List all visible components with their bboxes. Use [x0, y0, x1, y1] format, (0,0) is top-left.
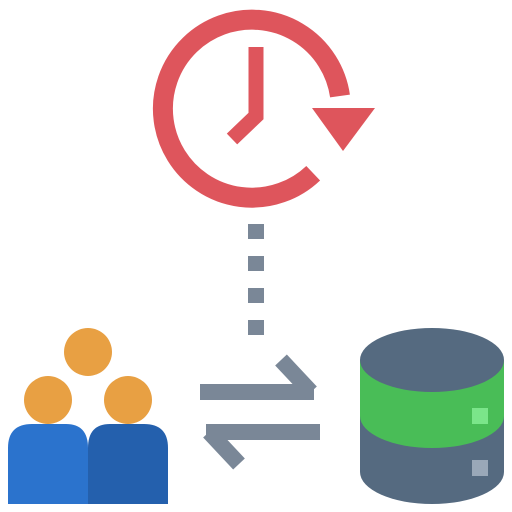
users-group-icon: [8, 328, 168, 504]
clock-ring: [152, 9, 350, 208]
user-head-right: [104, 376, 152, 424]
database-icon: [360, 328, 504, 504]
arrow-left-shaft: [206, 424, 320, 440]
dotted-connector: [248, 224, 264, 335]
db-led-green: [472, 408, 488, 424]
connector-dot: [248, 224, 264, 239]
connector-dot: [248, 256, 264, 271]
clock-arrowhead: [312, 108, 375, 151]
user-body-right: [88, 424, 168, 504]
db-top: [360, 328, 504, 392]
arrow-right-head: [275, 354, 317, 398]
exchange-arrows-icon: [200, 354, 320, 470]
arrow-left-head: [203, 426, 245, 470]
connector-dot: [248, 288, 264, 303]
history-clock-icon: [152, 9, 375, 208]
connector-dot: [248, 320, 264, 335]
user-head-left: [24, 376, 72, 424]
clock-hands: [226, 47, 264, 145]
user-body-left: [8, 424, 88, 504]
db-led-grey: [472, 460, 488, 476]
user-head-top: [64, 328, 112, 376]
arrow-right-shaft: [200, 384, 314, 400]
